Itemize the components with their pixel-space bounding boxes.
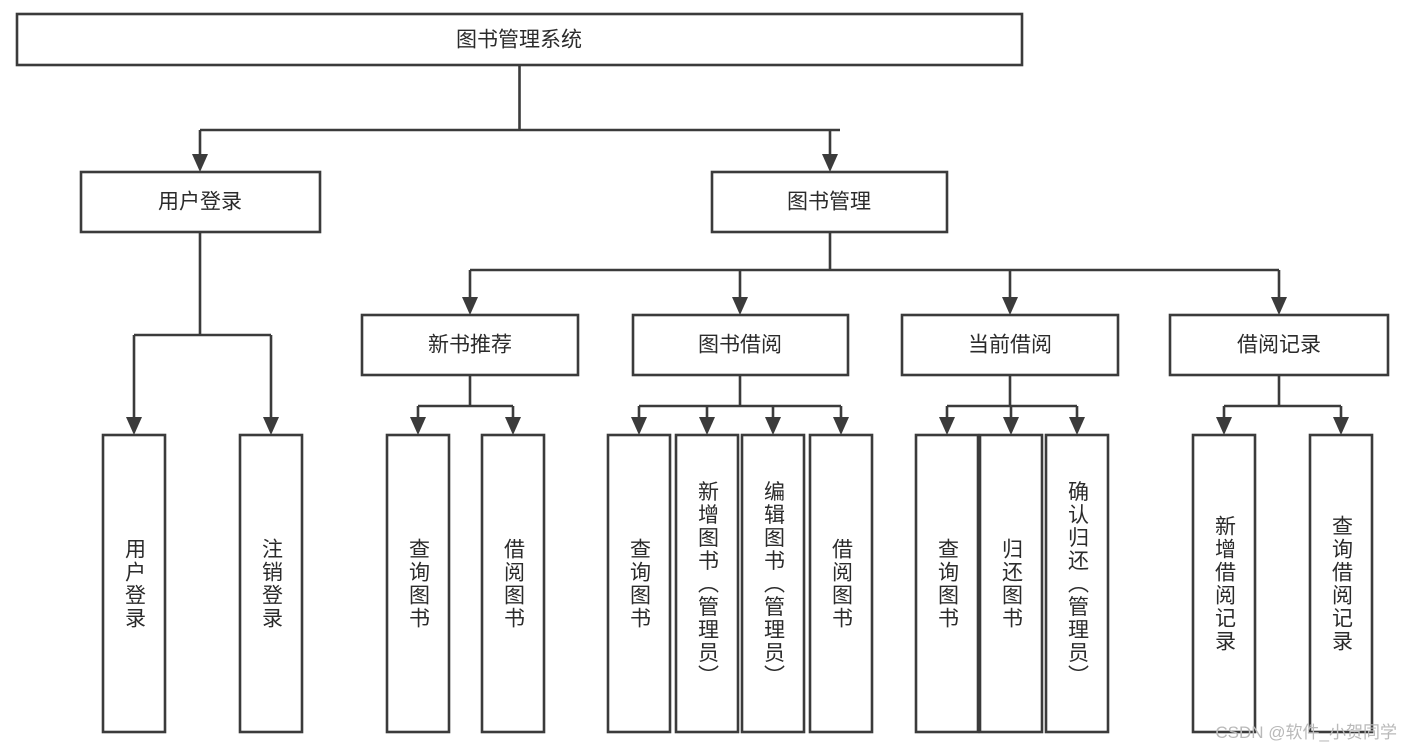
node-book-manage[interactable]: 图书管理 xyxy=(710,170,949,234)
node-book-manage-box[interactable] xyxy=(710,170,949,234)
arrow-bb-leaf-1 xyxy=(631,417,647,435)
node-book-borrow[interactable]: 图书借阅 xyxy=(631,313,850,377)
arrow-bm-to-borrow-record xyxy=(1271,297,1287,315)
arrow-bm-to-book-borrow xyxy=(732,297,748,315)
leaf-edit-book-box[interactable] xyxy=(740,433,806,734)
arrow-bm-to-current-borrow xyxy=(1002,297,1018,315)
leaf-query-book-1[interactable]: 查询图书 xyxy=(385,433,451,734)
leaf-query-book-2-box[interactable] xyxy=(606,433,672,734)
leaf-add-record-box[interactable] xyxy=(1191,433,1257,734)
leaf-confirm-return-label: 确认归还（管理员） xyxy=(1066,481,1090,688)
leaf-edit-book-label: 编辑图书（管理员） xyxy=(762,481,786,688)
leaf-borrow-book-1-box[interactable] xyxy=(480,433,546,734)
leaf-user-login-box[interactable] xyxy=(101,433,167,734)
arrow-user-login-leaf-2 xyxy=(263,417,279,435)
leaf-query-book-2[interactable]: 查询图书 xyxy=(606,433,672,734)
node-root-box[interactable] xyxy=(15,12,1024,67)
leaf-query-record-box[interactable] xyxy=(1308,433,1374,734)
arrow-cb-leaf-1 xyxy=(939,417,955,435)
leaf-query-book-1-label: 查询图书 xyxy=(407,538,431,630)
node-borrow-record-label: 借阅记录 xyxy=(1237,334,1321,357)
node-borrow-record-box[interactable] xyxy=(1168,313,1390,377)
connector-layer xyxy=(126,65,1349,435)
leaf-add-book-label: 新增图书（管理员） xyxy=(696,481,720,688)
node-user-login[interactable]: 用户登录 xyxy=(79,170,322,234)
leaf-return-book-box[interactable] xyxy=(978,433,1044,734)
arrow-root-to-user-login xyxy=(192,154,208,172)
leaf-query-book-3-box[interactable] xyxy=(914,433,980,734)
arrow-user-login-leaf-1 xyxy=(126,417,142,435)
leaf-return-book-label: 归还图书 xyxy=(1000,538,1024,630)
node-root-label: 图书管理系统 xyxy=(456,29,582,52)
arrow-bm-to-new-book-rec xyxy=(462,297,478,315)
leaf-logout-login-box[interactable] xyxy=(238,433,304,734)
node-new-book-rec[interactable]: 新书推荐 xyxy=(360,313,580,377)
node-current-borrow[interactable]: 当前借阅 xyxy=(900,313,1120,377)
leaf-borrow-book-2-label: 借阅图书 xyxy=(830,538,854,630)
leaf-add-record[interactable]: 新增借阅记录 xyxy=(1191,433,1257,734)
leaf-logout-login-label: 注销登录 xyxy=(260,538,284,630)
leaf-query-book-2-label: 查询图书 xyxy=(628,538,652,630)
node-user-login-label: 用户登录 xyxy=(158,191,242,214)
arrow-nbr-leaf-2 xyxy=(505,417,521,435)
leaf-user-login[interactable]: 用户登录 xyxy=(101,433,167,734)
node-book-manage-label: 图书管理 xyxy=(787,191,871,214)
arrow-cb-leaf-2 xyxy=(1003,417,1019,435)
arrow-cb-leaf-3 xyxy=(1069,417,1085,435)
leaf-query-book-3-label: 查询图书 xyxy=(936,538,960,630)
leaf-borrow-book-2-box[interactable] xyxy=(808,433,874,734)
node-new-book-rec-label: 新书推荐 xyxy=(428,334,512,357)
leaf-add-book-box[interactable] xyxy=(674,433,740,734)
node-current-borrow-box[interactable] xyxy=(900,313,1120,377)
node-book-borrow-label: 图书借阅 xyxy=(698,334,782,357)
arrow-br-leaf-2 xyxy=(1333,417,1349,435)
node-current-borrow-label: 当前借阅 xyxy=(968,334,1052,357)
leaf-edit-book[interactable]: 编辑图书（管理员） xyxy=(740,433,806,734)
node-book-borrow-box[interactable] xyxy=(631,313,850,377)
csdn-watermark: CSDN @软件_小贺同学 xyxy=(1215,723,1397,742)
leaf-add-book[interactable]: 新增图书（管理员） xyxy=(674,433,740,734)
leaf-query-book-1-box[interactable] xyxy=(385,433,451,734)
leaf-confirm-return-box[interactable] xyxy=(1044,433,1110,734)
leaf-add-record-label: 新增借阅记录 xyxy=(1213,515,1237,653)
node-borrow-record[interactable]: 借阅记录 xyxy=(1168,313,1390,377)
leaf-borrow-book-1-label: 借阅图书 xyxy=(502,538,526,630)
arrow-bb-leaf-4 xyxy=(833,417,849,435)
leaf-return-book[interactable]: 归还图书 xyxy=(978,433,1044,734)
leaf-logout-login[interactable]: 注销登录 xyxy=(238,433,304,734)
leaf-query-book-3[interactable]: 查询图书 xyxy=(914,433,980,734)
leaf-confirm-return[interactable]: 确认归还（管理员） xyxy=(1044,433,1110,734)
leaf-borrow-book-1[interactable]: 借阅图书 xyxy=(480,433,546,734)
arrow-root-to-book-manage xyxy=(822,154,838,172)
leaf-user-login-label: 用户登录 xyxy=(123,538,147,630)
leaf-borrow-book-2[interactable]: 借阅图书 xyxy=(808,433,874,734)
node-root[interactable]: 图书管理系统 xyxy=(15,12,1024,67)
node-user-login-box[interactable] xyxy=(79,170,322,234)
arrow-bb-leaf-3 xyxy=(765,417,781,435)
node-new-book-rec-box[interactable] xyxy=(360,313,580,377)
arrow-nbr-leaf-1 xyxy=(410,417,426,435)
leaf-query-record[interactable]: 查询借阅记录 xyxy=(1308,433,1374,734)
arrow-bb-leaf-2 xyxy=(699,417,715,435)
arrow-br-leaf-1 xyxy=(1216,417,1232,435)
leaf-query-record-label: 查询借阅记录 xyxy=(1330,515,1354,653)
